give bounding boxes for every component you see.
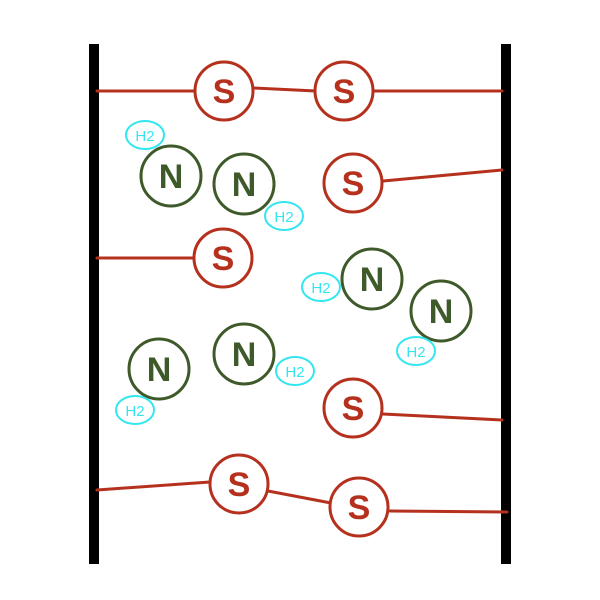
svg-text:N: N xyxy=(232,166,257,204)
svg-text:S: S xyxy=(342,165,365,203)
svg-text:H2: H2 xyxy=(311,280,330,297)
sulfur-atom: S xyxy=(192,227,254,289)
svg-text:H2: H2 xyxy=(125,403,144,420)
sulfur-atom: S xyxy=(313,60,375,122)
sulfur-atom: S xyxy=(193,60,255,122)
left-wall xyxy=(89,44,99,564)
h2-tag: H2 xyxy=(301,272,341,302)
sulfur-atom: S xyxy=(322,377,384,439)
svg-text:H2: H2 xyxy=(406,344,425,361)
svg-text:N: N xyxy=(360,261,385,299)
h2-tag: H2 xyxy=(264,201,304,231)
svg-text:S: S xyxy=(228,466,251,504)
chain-line-1 xyxy=(95,86,504,93)
nitrogen-atom: N xyxy=(212,152,276,216)
sulfur-atom: S xyxy=(322,152,384,214)
svg-text:S: S xyxy=(342,390,365,428)
nitrogen-atom: N xyxy=(212,322,276,386)
right-wall xyxy=(501,44,511,564)
nitrogen-atom: N xyxy=(127,337,191,401)
h2-tag: H2 xyxy=(396,336,436,366)
svg-text:S: S xyxy=(213,73,236,111)
h2-tag: H2 xyxy=(115,395,155,425)
svg-text:N: N xyxy=(232,336,257,374)
sulfur-atom: S xyxy=(328,476,390,538)
h2-tag: H2 xyxy=(125,120,165,150)
svg-text:H2: H2 xyxy=(285,364,304,381)
chain-line-5 xyxy=(95,480,509,514)
svg-text:N: N xyxy=(159,158,184,196)
svg-text:H2: H2 xyxy=(135,128,154,145)
sulfur-atom: S xyxy=(208,453,270,515)
svg-text:S: S xyxy=(348,489,371,527)
svg-text:S: S xyxy=(333,73,356,111)
svg-text:N: N xyxy=(429,293,454,331)
nitrogen-atom: N xyxy=(139,144,203,208)
chain-line-4 xyxy=(381,412,504,422)
svg-text:S: S xyxy=(212,240,235,278)
nitrogen-atom: N xyxy=(340,247,404,311)
h2-tag: H2 xyxy=(275,356,315,386)
chain-line-2 xyxy=(381,168,504,183)
svg-text:H2: H2 xyxy=(274,209,293,226)
svg-text:N: N xyxy=(147,351,172,389)
nitrogen-atom: N xyxy=(409,279,473,343)
